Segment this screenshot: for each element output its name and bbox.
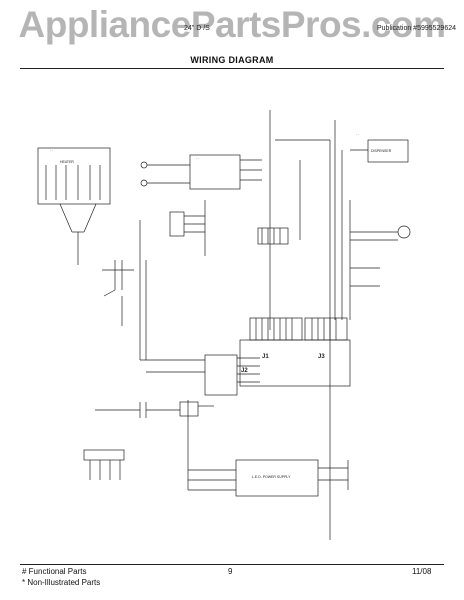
page-number: 9 (228, 567, 233, 576)
dispenser-label: DISPENSER (371, 149, 392, 153)
diagram-title: WIRING DIAGRAM (190, 55, 274, 65)
j2-label: J2 (241, 368, 248, 374)
publication-date: 11/08 (412, 567, 432, 576)
header-rule (20, 68, 444, 69)
j3-connector-outline (304, 317, 348, 341)
model-fragment: 24" D /S (184, 25, 210, 32)
heater-label: HEATER (60, 160, 74, 164)
publication-number: Publication #5995529624 (376, 25, 456, 32)
j3-label: J3 (318, 354, 325, 360)
tiny-label: · · (196, 157, 199, 161)
tiny-label: · · (356, 133, 359, 137)
j1-label: J1 (262, 354, 269, 360)
j1-connector-outline (249, 317, 303, 341)
power-supply-label: L.E.D. POWER SUPPLY (252, 475, 291, 479)
legend-functional: # Functional Parts (22, 567, 87, 576)
footer-rule (20, 564, 444, 565)
tiny-label: · · (50, 149, 53, 153)
legend-non-illustrated: * Non-Illustrated Parts (22, 578, 101, 587)
site-watermark: AppliancePartsPros.com (18, 4, 446, 45)
heater-block-outline (37, 147, 111, 205)
